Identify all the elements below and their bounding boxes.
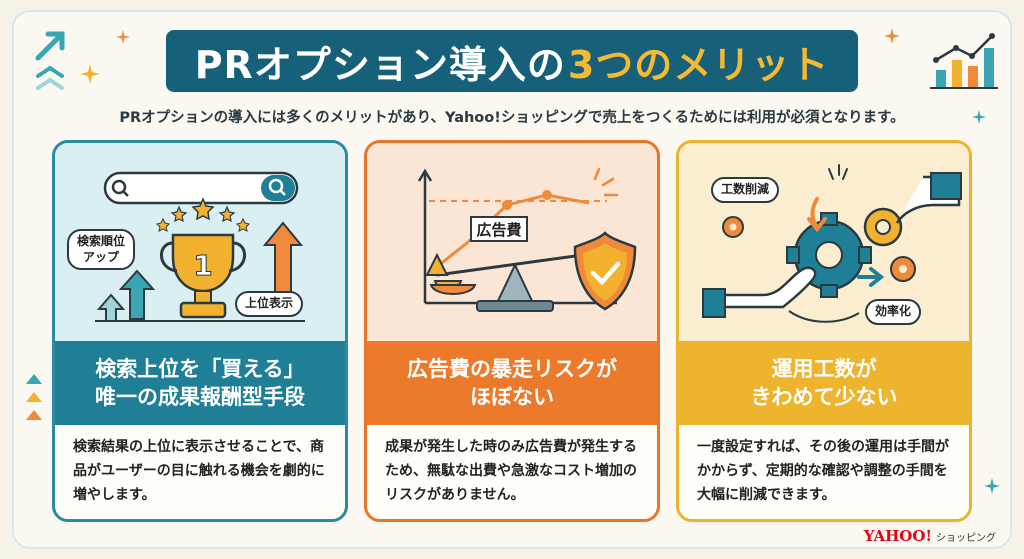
heading-line-1: 運用工数が <box>771 356 877 381</box>
rank-up-badge: 検索順位 アップ <box>67 229 136 271</box>
merit-card-search: 1 検索順位 アップ 上位表示 検索上位を「買える」 唯一の成果報酬型手段 検索… <box>52 140 348 522</box>
sparkle-icon <box>116 30 130 44</box>
search-illustration: 1 検索順位 アップ 上位表示 <box>55 143 345 341</box>
heading-line-1: 広告費の暴走リスクが <box>407 356 617 381</box>
heading-line-2: きわめて少ない <box>750 385 898 409</box>
efficiency-badge: 効率化 <box>865 299 922 325</box>
logo-service: ショッピング <box>936 533 996 544</box>
merit-heading-2: 広告費の暴走リスクが ほぼない <box>367 341 657 425</box>
rank-up-label-2: アップ <box>83 249 120 264</box>
merit-description-2: 成果が発生した時のみ広告費が発生するため、無駄な出費や急激なコスト増加のリスクが… <box>385 439 637 504</box>
merit-card-risk: 広告費 広告費の暴走リスクが ほぼない 成果が発生した時のみ広告費が発生するため… <box>364 140 660 522</box>
heading-line-2: ほぼない <box>470 385 554 409</box>
ad-cost-label: 広告費 <box>476 221 521 239</box>
title-main: PRオプション導入の <box>194 42 566 87</box>
sparkle-icon <box>884 28 900 44</box>
sparkle-icon <box>80 64 100 84</box>
yahoo-shopping-logo: YAHOO! ショッピング <box>864 527 996 545</box>
chart-icon <box>930 33 998 89</box>
logo-brand: YAHOO! <box>863 527 932 545</box>
merit-description-1: 検索結果の上位に表示させることで、商品がユーザーの目に触れる機会を劇的に増やしま… <box>73 439 325 504</box>
effort-reduction-badge: 工数削減 <box>711 177 780 203</box>
top-display-badge: 上位表示 <box>235 291 304 317</box>
rank-up-label-1: 検索順位 <box>77 234 126 248</box>
sparkle-icon <box>984 478 1000 494</box>
scale-illustration: 広告費 <box>367 143 657 341</box>
title-accent: 3つのメリット <box>567 42 830 87</box>
intro-text: PRオプションの導入には多くのメリットがあり、Yahoo!ショッピングで売上をつ… <box>119 110 905 126</box>
sparkle-icon <box>972 110 986 124</box>
gear-illustration: 工数削減 効率化 <box>679 143 969 341</box>
trophy-number: 1 <box>193 249 212 282</box>
merit-description-3: 一度設定すれば、その後の運用は手間がかからず、定期的な確認や調整の手間を大幅に削… <box>697 439 949 504</box>
triangles-icon <box>26 374 42 420</box>
merit-heading-1: 検索上位を「買える」 唯一の成果報酬型手段 <box>55 341 345 425</box>
heading-line-2: 唯一の成果報酬型手段 <box>95 385 305 409</box>
merit-heading-3: 運用工数が きわめて少ない <box>679 341 969 425</box>
heading-line-1: 検索上位を「買える」 <box>95 356 305 381</box>
merit-card-effort: 工数削減 効率化 運用工数が きわめて少ない 一度設定すれば、その後の運用は手間… <box>676 140 972 522</box>
arrow-up-icon <box>35 31 65 90</box>
